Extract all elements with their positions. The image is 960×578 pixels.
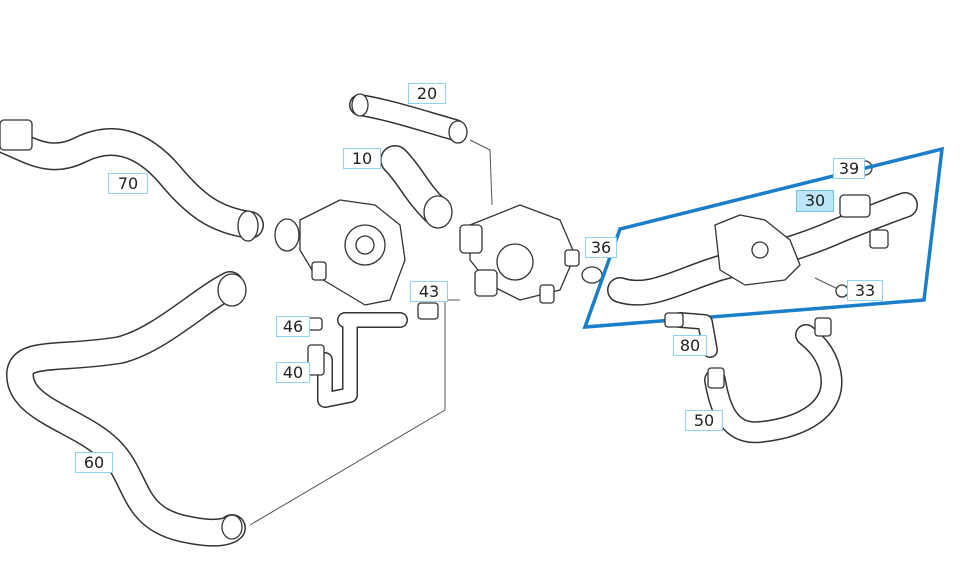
callout-43[interactable]: 43 [410, 281, 448, 302]
callout-60[interactable]: 60 [75, 452, 113, 473]
hose-10[interactable] [380, 145, 453, 229]
clip-43[interactable] [417, 302, 439, 320]
callout-10[interactable]: 10 [343, 148, 381, 169]
callout-46[interactable]: 46 [276, 316, 310, 337]
hose-80[interactable] [664, 312, 718, 358]
callout-33[interactable]: 33 [847, 280, 883, 301]
callout-39[interactable]: 39 [833, 158, 865, 179]
callout-30[interactable]: 30 [796, 190, 834, 212]
callout-80[interactable]: 80 [673, 335, 707, 356]
callout-36[interactable]: 36 [585, 237, 617, 258]
hose-60[interactable] [6, 271, 247, 547]
pipe-40[interactable] [299, 312, 408, 408]
thermostat-housing[interactable] [274, 199, 406, 306]
highlighted-assembly[interactable] [607, 160, 918, 306]
callout-20[interactable]: 20 [408, 83, 446, 104]
hose-70[interactable] [0, 119, 264, 242]
hose-50[interactable] [704, 317, 843, 444]
coolant-pump-housing[interactable] [459, 204, 580, 304]
hose-20[interactable] [349, 93, 468, 144]
callout-70[interactable]: 70 [108, 173, 148, 194]
seal-ring-36[interactable] [581, 266, 603, 284]
callout-50[interactable]: 50 [685, 410, 723, 431]
callout-40[interactable]: 40 [276, 362, 310, 383]
highlight-outline [582, 146, 945, 329]
